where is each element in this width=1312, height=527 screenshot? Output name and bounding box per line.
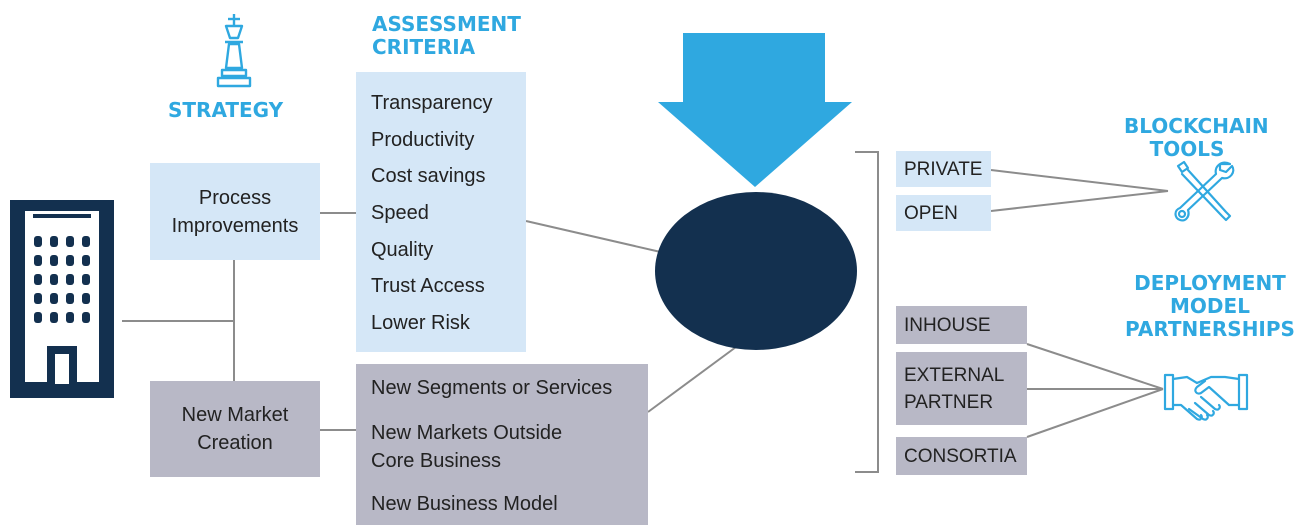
private-tag: PRIVATE: [896, 151, 991, 187]
inhouse-tag: INHOUSE: [896, 306, 1027, 344]
external-partner-line2: PARTNER: [904, 391, 994, 413]
criteria-item: Trust Access: [371, 275, 485, 297]
market-item: Core Business: [371, 450, 502, 472]
new-markets-box: New Segments or Services New Markets Out…: [356, 364, 648, 525]
criteria-item: Transparency: [371, 92, 493, 114]
external-partner-tag: EXTERNAL PARTNER: [896, 352, 1027, 425]
consortia-connector: [1026, 388, 1164, 438]
assessment-criteria-box: Transparency Productivity Cost savings S…: [356, 72, 526, 352]
market-item: New Segments or Services: [371, 377, 613, 399]
open-connector: [990, 190, 1169, 212]
handshake-icon: [1163, 373, 1249, 421]
criteria-item: Speed: [371, 202, 429, 224]
inhouse-connector: [1026, 343, 1164, 390]
private-connector: [990, 169, 1169, 192]
open-tag: OPEN: [896, 195, 991, 231]
strategy-heading: STRATEGY: [168, 98, 284, 122]
deployment-heading-line2: MODEL: [1170, 294, 1250, 318]
process-improvements-box: Process Improvements: [150, 163, 320, 260]
process-improvements-label: Process Improvements: [171, 186, 299, 237]
criteria-item: Quality: [371, 239, 434, 261]
blockchain-tools-heading-line1: BLOCKCHAIN: [1124, 114, 1269, 138]
markets-to-hub-line: [647, 346, 737, 413]
tools-icon: [1174, 160, 1235, 222]
criteria-item: Lower Risk: [371, 312, 470, 334]
new-market-creation-label: New Market Creation: [181, 404, 289, 454]
criteria-to-hub-line: [525, 220, 666, 254]
market-item: New Business Model: [371, 493, 558, 515]
consortia-tag: CONSORTIA: [896, 437, 1027, 475]
right-bracket: [855, 151, 879, 473]
blockchain-tools-heading: BLOCKCHAIN TOOLS: [1124, 114, 1269, 161]
office-building-icon: [10, 200, 114, 398]
assessment-heading-line2: CRITERIA: [372, 35, 476, 59]
deployment-heading-line3: PARTNERSHIPS: [1125, 317, 1295, 341]
criteria-item: Cost savings: [371, 165, 486, 187]
hub-ellipse: [655, 192, 857, 350]
market-item: New Markets Outside: [371, 422, 563, 444]
external-partner-line1: EXTERNAL: [904, 364, 1005, 386]
assessment-heading: ASSESSMENT CRITERIA: [372, 13, 521, 59]
new-market-creation-box: New Market Creation: [150, 381, 320, 477]
assessment-heading-line1: ASSESSMENT: [372, 12, 521, 36]
criteria-item: Productivity: [371, 129, 475, 151]
chess-king-icon: [216, 14, 252, 88]
deployment-heading-line1: DEPLOYMENT: [1134, 271, 1286, 295]
down-arrow-icon: [658, 33, 852, 187]
blockchain-tools-heading-line2: TOOLS: [1149, 137, 1225, 161]
deployment-heading: DEPLOYMENT MODEL PARTNERSHIPS: [1110, 272, 1310, 341]
